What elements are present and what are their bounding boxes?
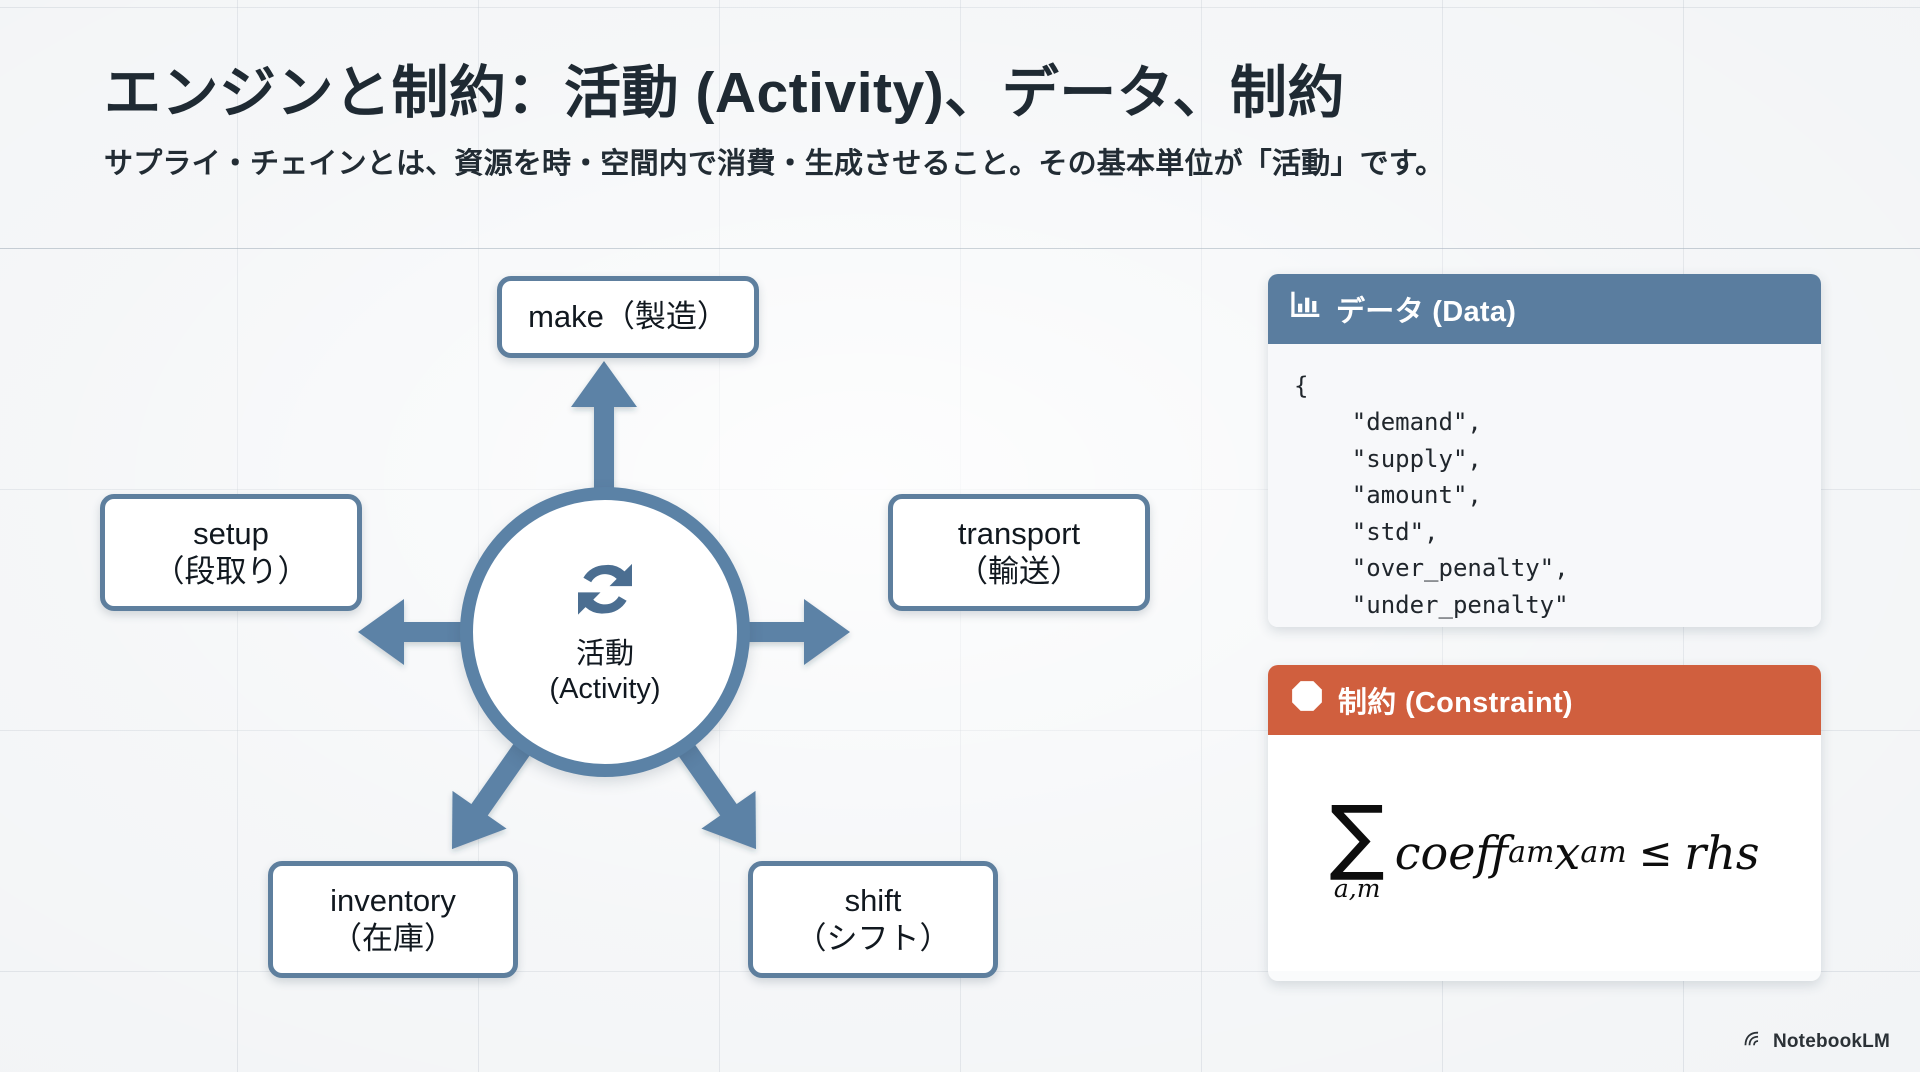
- node-inventory[interactable]: inventory （在庫）: [268, 861, 518, 978]
- formula-rhs-term: rhs: [1684, 825, 1760, 880]
- slide-header: エンジンと制約：活動 (Activity)、データ、制約 サプライ・チェインとは…: [0, 0, 1920, 249]
- arrow-group: [358, 361, 850, 850]
- data-json-code: { "demand", "supply", "amount", "std", "…: [1294, 372, 1569, 619]
- hub-label-en: (Activity): [549, 672, 661, 705]
- formula-var-term: x: [1554, 825, 1581, 880]
- header-divider: [0, 248, 1920, 249]
- data-card: データ (Data) { "demand", "supply", "amount…: [1268, 274, 1821, 627]
- arrow-to-setup: [358, 599, 480, 665]
- arrow-to-inventory: [452, 733, 538, 850]
- data-card-body: { "demand", "supply", "amount", "std", "…: [1268, 344, 1821, 627]
- page-title: エンジンと制約：活動 (Activity)、データ、制約: [104, 61, 1345, 125]
- node-setup-label: setup （段取り）: [153, 516, 309, 589]
- bar-chart-icon: [1290, 290, 1322, 328]
- watermark-label: NotebookLM: [1772, 1031, 1890, 1052]
- formula-coeff-subscript: am: [1508, 835, 1555, 871]
- arrow-to-transport: [728, 599, 850, 665]
- notebooklm-logo-icon: [1743, 1030, 1765, 1054]
- hub-label: 活動 (Activity): [549, 637, 660, 705]
- node-setup[interactable]: setup （段取り）: [100, 494, 362, 611]
- constraint-card-title: 制約 (Constraint): [1338, 687, 1573, 719]
- activity-hub[interactable]: 活動 (Activity): [460, 487, 750, 777]
- node-make[interactable]: make（製造）: [497, 276, 759, 358]
- sync-refresh-icon: [569, 558, 641, 627]
- formula-var-subscript: am: [1580, 835, 1627, 871]
- page-subtitle: サプライ・チェインとは、資源を時・空間内で消費・生成させること。その基本単位が「…: [104, 147, 1445, 180]
- hub-label-ja: 活動: [575, 638, 634, 671]
- node-transport[interactable]: transport （輸送）: [888, 494, 1150, 611]
- activity-diagram: 活動 (Activity) make（製造） setup （段取り） trans…: [0, 249, 1245, 1072]
- notebooklm-watermark: NotebookLM: [1743, 1030, 1890, 1054]
- arrow-to-shift: [670, 733, 756, 850]
- data-card-header: データ (Data): [1268, 274, 1821, 344]
- node-shift-label: shift （シフト）: [795, 883, 951, 956]
- node-transport-label: transport （輸送）: [957, 516, 1081, 589]
- constraint-card-header: 制約 (Constraint): [1268, 665, 1821, 735]
- octagon-stop-icon: [1290, 679, 1324, 721]
- formula-coeff-term: coeff: [1394, 825, 1509, 880]
- summation-symbol: ∑ a,m: [1329, 788, 1385, 904]
- formula-relation: ≤: [1638, 829, 1673, 876]
- node-make-label: make（製造）: [528, 299, 728, 335]
- arrow-layer: [358, 361, 850, 850]
- node-shift[interactable]: shift （シフト）: [748, 861, 998, 978]
- data-card-title: データ (Data): [1336, 296, 1517, 328]
- node-inventory-label: inventory （在庫）: [330, 883, 456, 956]
- arrow-to-make: [571, 361, 637, 493]
